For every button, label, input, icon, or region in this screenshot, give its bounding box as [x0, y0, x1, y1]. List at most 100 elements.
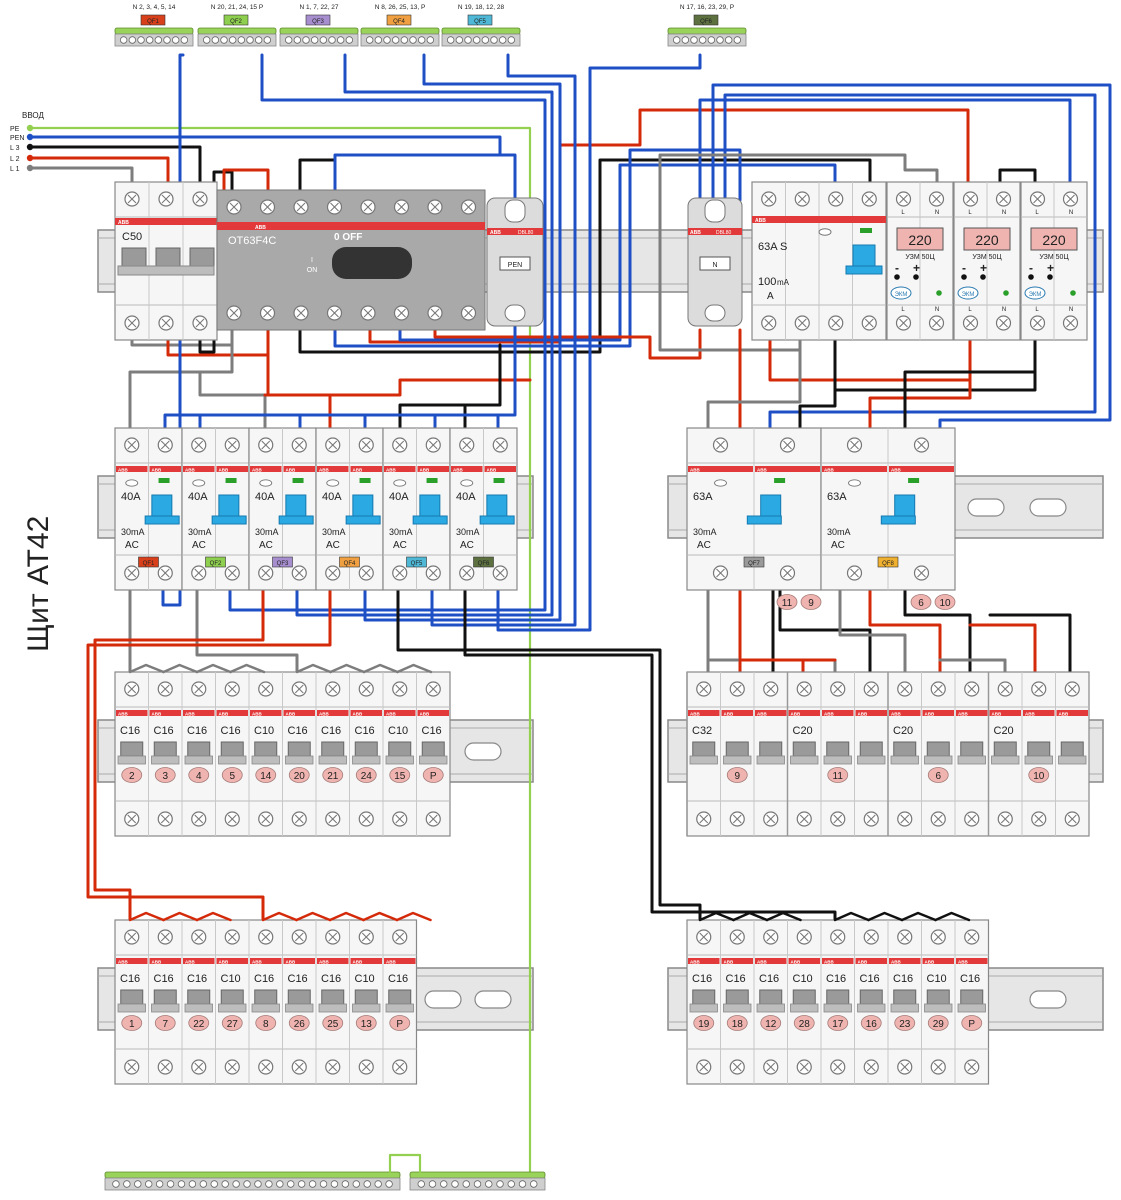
breaker-base	[385, 755, 414, 765]
wires	[26, 53, 1112, 1174]
breaker-rating: C10	[927, 973, 947, 985]
circuit-number: 11	[782, 598, 793, 609]
brand-label: ABB	[891, 712, 901, 717]
screw-slot	[732, 684, 742, 694]
relay-bot-l: L	[968, 307, 972, 313]
circuit-number: 10	[939, 598, 951, 609]
screw-slot	[361, 568, 371, 578]
bar-body	[279, 33, 359, 47]
rcd-type: AC	[697, 540, 711, 551]
screw-slot	[967, 1062, 977, 1072]
brand-label: ABB	[925, 712, 935, 717]
bar-screw	[707, 36, 716, 44]
relay-top-l: L	[901, 210, 905, 216]
bar-screw	[211, 36, 220, 44]
screw-slot	[261, 568, 271, 578]
rcd-sensitivity: 30mA	[456, 527, 480, 537]
status-led	[158, 478, 170, 483]
abb-strip	[755, 466, 820, 472]
bar-top	[360, 27, 440, 35]
screw-slot	[261, 684, 271, 694]
brand-label: ABB	[353, 468, 363, 473]
circuit-badge	[389, 1015, 411, 1031]
screw-slot	[430, 202, 440, 212]
black-wire	[298, 158, 872, 354]
circuit-badge	[760, 1015, 782, 1031]
status-led	[493, 478, 505, 483]
brand-label: ABB	[891, 960, 901, 965]
screw-slot	[294, 814, 304, 824]
relay-bot-n: N	[935, 307, 939, 313]
breaker-base	[318, 755, 347, 765]
blue-wire	[161, 53, 185, 607]
brand-label: ABB	[690, 960, 700, 965]
breaker-rating: C16	[826, 973, 846, 985]
bar-screw	[302, 36, 310, 44]
bar-screw	[202, 36, 211, 44]
red-wire	[28, 156, 170, 192]
abb-strip	[855, 710, 887, 716]
bar-screw	[409, 36, 417, 44]
screw-slot	[716, 440, 725, 450]
breaker-toggle	[220, 741, 244, 757]
bar-screw	[530, 1180, 538, 1188]
circuit-badge	[255, 767, 277, 783]
circuit-number: 3	[162, 771, 168, 782]
bar-screw	[451, 1180, 459, 1188]
abb-strip	[487, 228, 543, 235]
screw-slot	[833, 1062, 843, 1072]
bar-screw	[690, 36, 698, 44]
rail-slot	[967, 498, 1005, 517]
screw-slot	[229, 202, 239, 212]
circuit-badge	[221, 1015, 243, 1031]
bar-screw	[374, 1180, 382, 1188]
relay-plus: +	[1047, 261, 1054, 275]
black-wire	[778, 588, 872, 682]
pe-bar-left	[104, 1171, 401, 1191]
bar-screw	[498, 36, 507, 44]
screw-slot	[850, 440, 859, 450]
black-wire	[396, 588, 702, 930]
circuit-number: 20	[294, 771, 306, 782]
bar-body	[360, 33, 440, 47]
rcd-toggle	[894, 494, 916, 518]
abb-strip	[116, 466, 148, 472]
screw-slot	[395, 684, 405, 694]
abb-strip	[116, 958, 148, 964]
status-led	[292, 478, 304, 483]
test-indicator	[848, 479, 861, 487]
breaker-base	[1058, 755, 1087, 765]
circuit-number: 29	[933, 1019, 945, 1030]
test-indicator	[393, 479, 407, 487]
relay-status-led	[1003, 290, 1009, 296]
circuit-number: P	[968, 1019, 975, 1030]
brand-label: ABB	[690, 468, 700, 473]
abb-strip	[283, 466, 315, 472]
rcd-sensitivity-unit: mA	[777, 278, 790, 287]
breaker-base	[285, 755, 314, 765]
breaker-base	[117, 755, 146, 765]
screw-slot	[227, 568, 237, 578]
bar-screw	[496, 1180, 504, 1188]
screw-slot	[495, 440, 505, 450]
qf-tag	[339, 556, 360, 568]
screw-slot	[933, 1062, 943, 1072]
switch-state: 0 OFF	[334, 232, 362, 243]
abb-strip	[350, 466, 382, 472]
relay-led	[1028, 274, 1034, 280]
bar-screw	[319, 36, 328, 44]
rcd-rating: 40A	[389, 491, 409, 503]
switch-on-mark: I	[311, 257, 313, 264]
status-led	[225, 478, 237, 483]
screw-slot	[831, 318, 841, 328]
top-bar-label: N 20, 21, 24, 15 P	[211, 4, 263, 11]
bar-screw	[297, 1180, 306, 1188]
screw-slot	[917, 440, 926, 450]
